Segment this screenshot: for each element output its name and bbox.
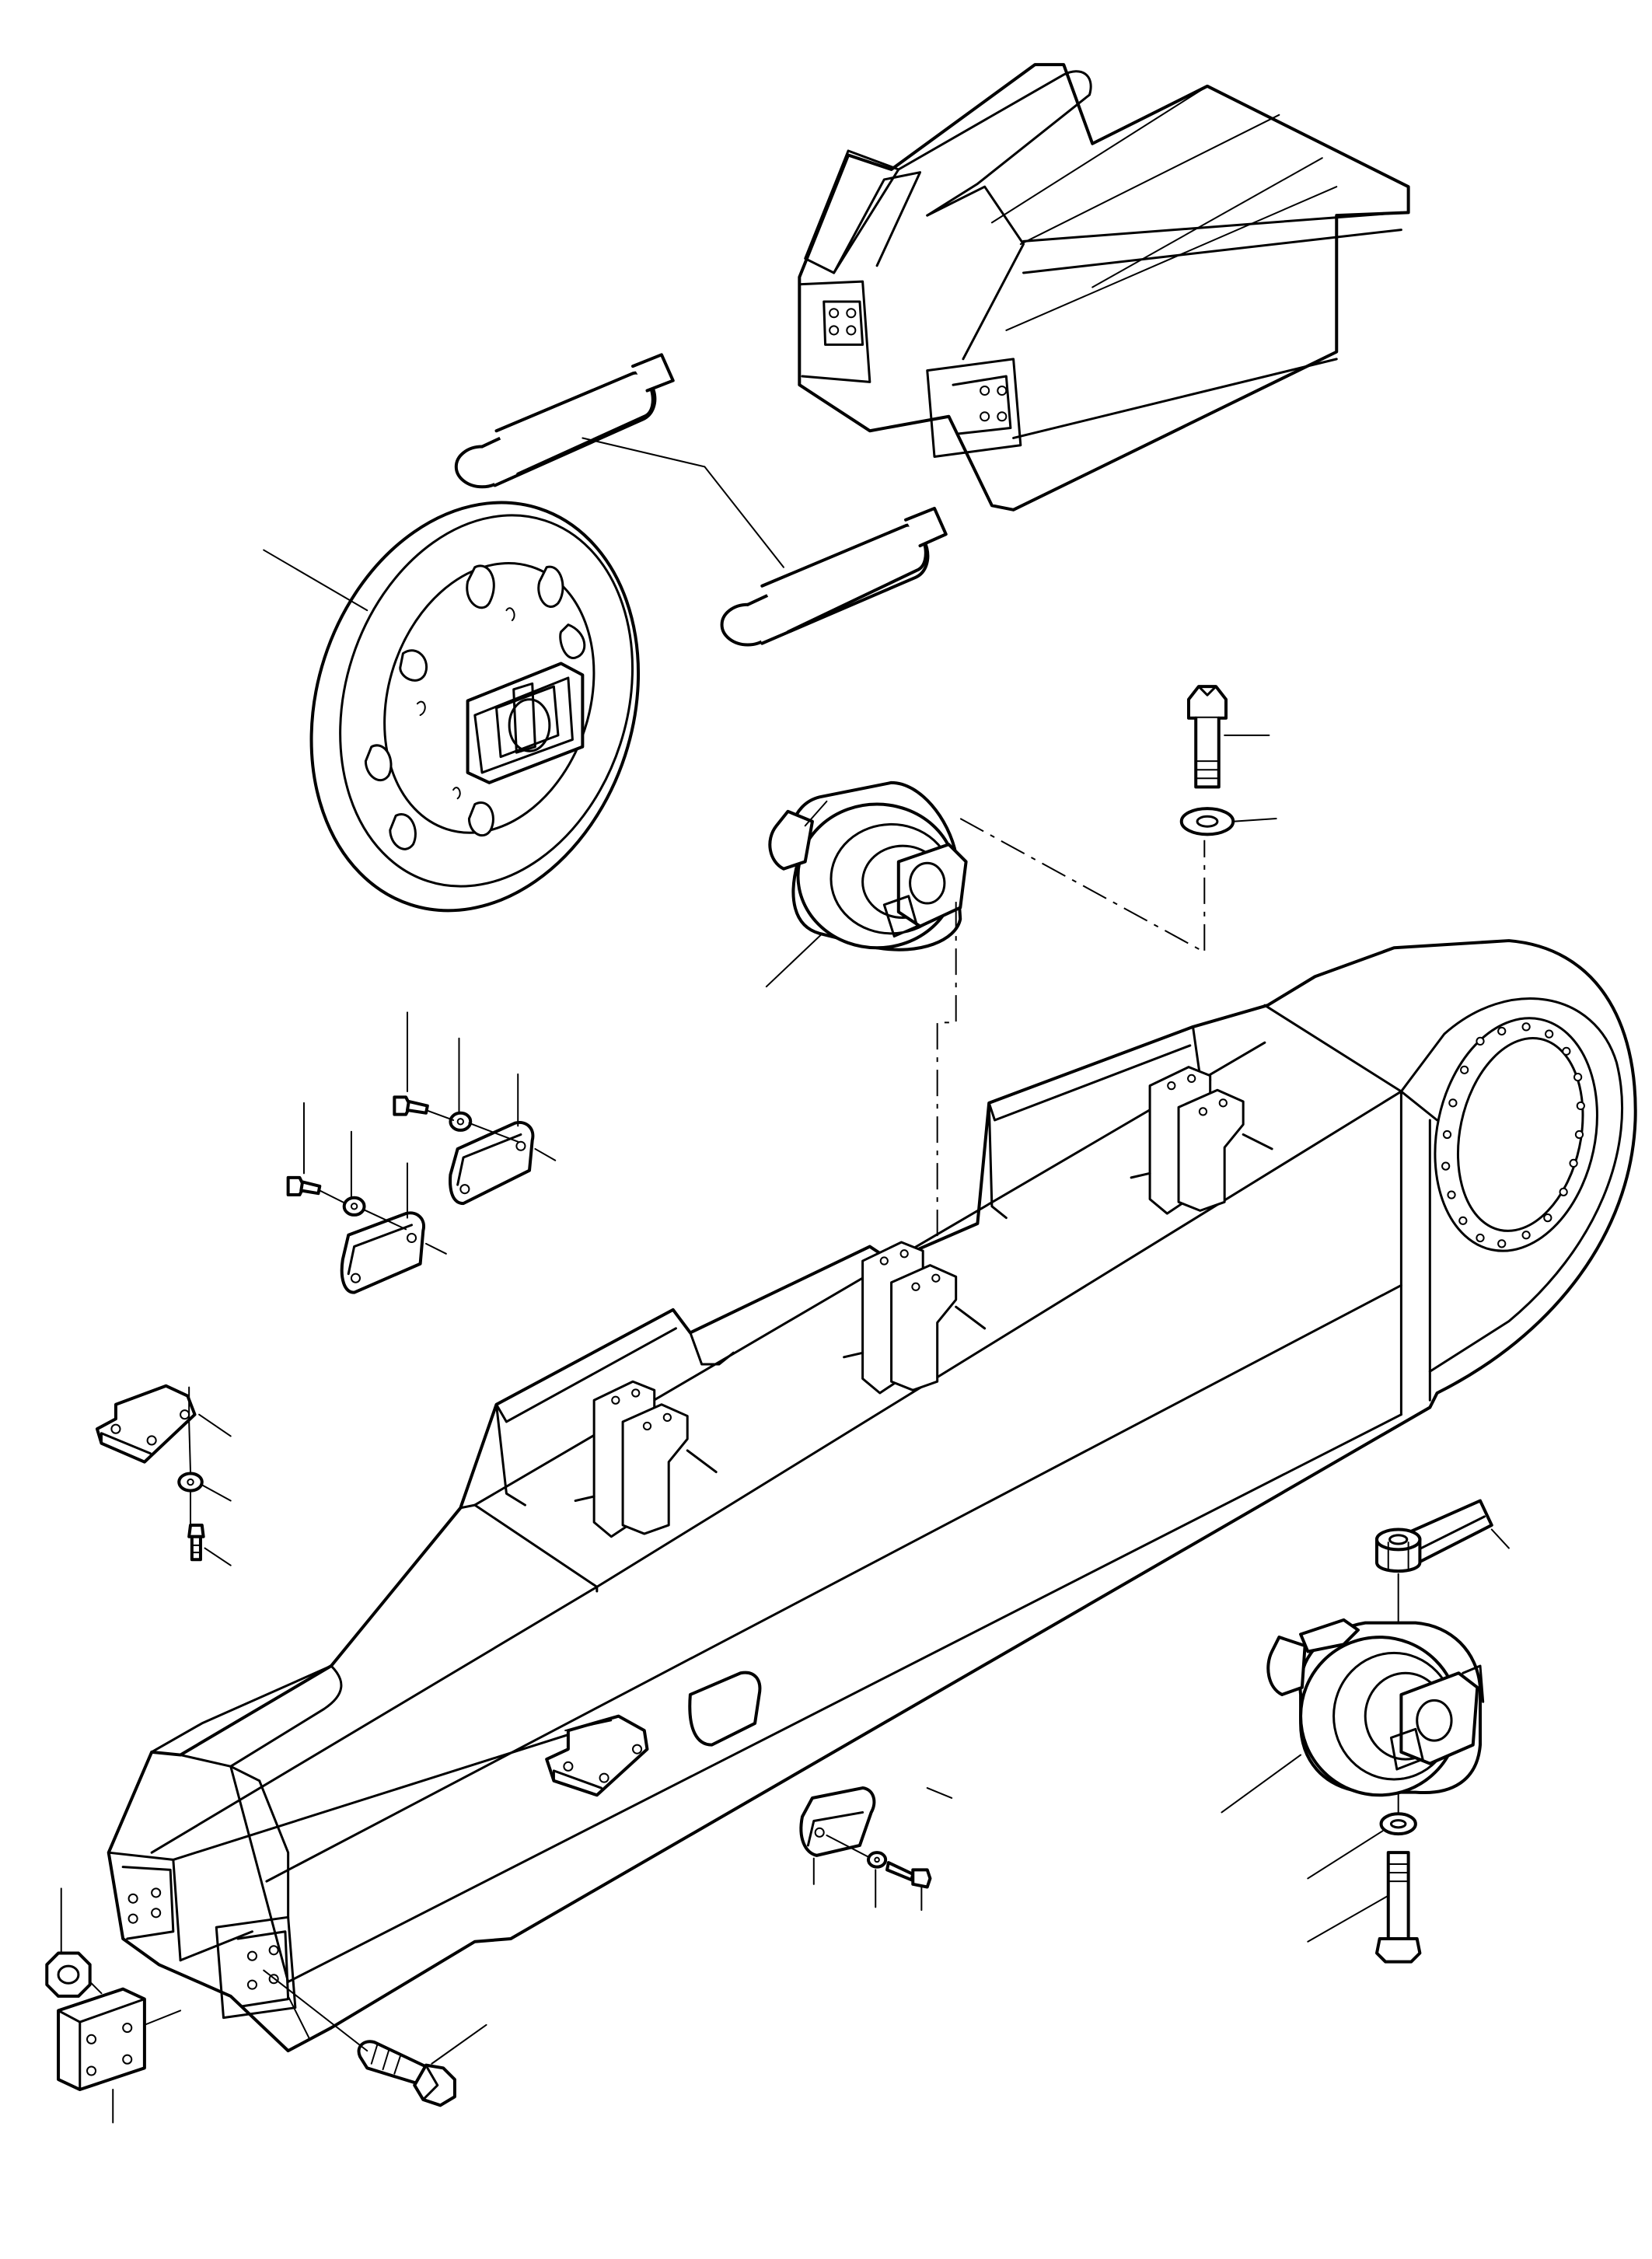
leader-block-to-frame: [145, 2010, 180, 2024]
nut-lower-right: [1377, 1530, 1420, 1572]
leader-plate-upper-dash: [535, 1149, 555, 1161]
roller-bracket-pair-3: [1131, 1067, 1272, 1213]
idler-axle-pin-upper: [456, 354, 673, 487]
track-frame-main: [109, 941, 1636, 2051]
cover-plate-bottom: [801, 1788, 874, 1856]
washer-upper: [1182, 808, 1234, 834]
leader-washer-left: [202, 1485, 231, 1500]
track-roller-lower: [1268, 1620, 1483, 1795]
connector-bottom: [826, 1835, 868, 1857]
lock-washer-left: [179, 1473, 202, 1490]
lock-washer-upper: [450, 1113, 470, 1130]
long-bolt: [359, 2041, 455, 2105]
lock-washer-bottom: [868, 1852, 885, 1866]
centerline-roller-to-frame: [938, 902, 956, 1264]
screw-lower: [288, 1178, 320, 1195]
nut-bottom-left: [47, 1953, 89, 1995]
leader-idler-wheel: [264, 550, 367, 611]
leader-roller-lower: [1221, 1755, 1301, 1813]
track-frame-upper-section: [799, 65, 1408, 510]
connector-lower: [320, 1191, 406, 1230]
leader-plate-left: [199, 1415, 231, 1437]
centerline-upper-roller: [960, 819, 1204, 952]
leader-plate-lower-dash: [426, 1244, 446, 1254]
idler-wheel: [260, 459, 690, 953]
guide-plate-left: [97, 1386, 195, 1462]
leader-wrench: [1492, 1530, 1509, 1548]
track-roller-upper: [770, 783, 966, 950]
guide-block: [58, 1989, 145, 2090]
roller-bracket-pair-1: [575, 1381, 716, 1537]
sprocket-ring-bolt-holes: [1442, 1023, 1584, 1247]
roller-bracket-pair-2: [844, 1242, 985, 1393]
idler-axle-pin-lower: [722, 508, 946, 645]
leader-long-bolt-to-frame: [264, 1971, 367, 2051]
leader-washer-lower-right: [1308, 1831, 1382, 1878]
mounting-bolt-upper: [1189, 686, 1226, 787]
lock-washer-lower: [344, 1198, 365, 1215]
leader-bolt-lower-right: [1308, 1896, 1388, 1942]
screw-left: [189, 1525, 203, 1559]
screw-upper: [394, 1097, 427, 1114]
mounting-bolt-lower-right: [1377, 1852, 1420, 1961]
leader-axle-pins: [582, 438, 784, 567]
washer-lower-right: [1381, 1814, 1416, 1834]
leader-roller-upper: [767, 934, 823, 986]
leader-washer-upper: [1233, 819, 1276, 822]
leader-nut-to-block: [90, 1981, 102, 1993]
cover-plate-lower: [342, 1213, 424, 1292]
screw-bottom: [887, 1863, 930, 1887]
leader-plate-left-top: [189, 1388, 190, 1472]
leader-screw-left: [204, 1548, 230, 1566]
connector-upper: [426, 1110, 518, 1142]
cover-plate-upper: [450, 1123, 533, 1203]
leader-long-bolt: [431, 2025, 486, 2064]
